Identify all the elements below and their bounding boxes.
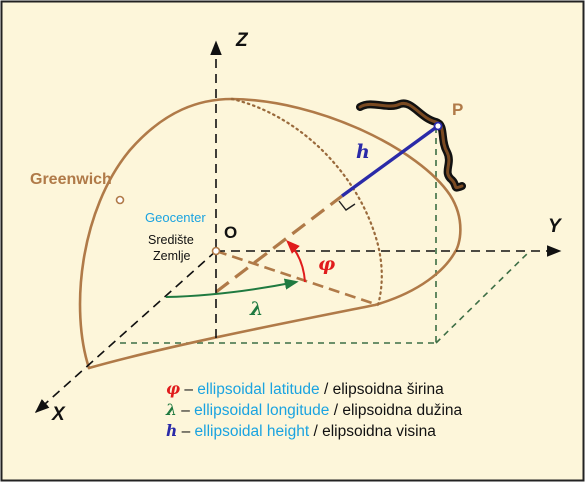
legend: φ – ellipsoidal latitude / elipsoidna ši… bbox=[165, 379, 463, 440]
z-axis-label: Z bbox=[235, 30, 249, 51]
latitude-arc bbox=[286, 240, 306, 283]
y-axis-label: Y bbox=[548, 216, 563, 237]
right-angle-mark bbox=[338, 200, 356, 211]
legend-separator: / bbox=[313, 423, 318, 440]
normal-line bbox=[215, 194, 343, 294]
legend-height-symbol: h bbox=[166, 421, 177, 440]
meridian-dotted bbox=[230, 97, 383, 307]
legend-height-local: elipsoidna visina bbox=[322, 423, 436, 440]
legend-separator: / bbox=[324, 381, 329, 398]
greenwich-point bbox=[115, 195, 125, 205]
longitude-arc bbox=[165, 278, 299, 298]
center-label-line2: Zemlje bbox=[153, 249, 191, 263]
legend-row-height: h – ellipsoidal height / elipsoidna visi… bbox=[166, 421, 436, 440]
equator-radius bbox=[215, 249, 379, 307]
legend-longitude-local: elipsoidna dužina bbox=[342, 402, 462, 419]
legend-dash: – bbox=[182, 423, 191, 440]
legend-separator: / bbox=[334, 402, 339, 419]
latitude-symbol: φ bbox=[318, 253, 335, 275]
height-symbol: h bbox=[356, 141, 370, 163]
legend-row-latitude: φ – ellipsoidal latitude / elipsoidna ši… bbox=[166, 379, 444, 398]
greenwich-label: Greenwich bbox=[30, 171, 112, 188]
x-axis bbox=[34, 250, 217, 413]
axes bbox=[34, 40, 562, 413]
center-label-line1: Središte bbox=[148, 233, 194, 247]
legend-height-english: ellipsoidal height bbox=[195, 423, 310, 440]
legend-longitude-english: ellipsoidal longitude bbox=[194, 402, 329, 419]
legend-latitude-symbol: φ bbox=[166, 379, 180, 398]
legend-latitude-local: elipsoidna širina bbox=[333, 381, 445, 398]
legend-row-longitude: λ – ellipsoidal longitude / elipsoidna d… bbox=[165, 400, 463, 419]
origin-point bbox=[211, 246, 221, 256]
point-p-label: P bbox=[452, 100, 463, 119]
legend-longitude-symbol: λ bbox=[165, 400, 177, 419]
projection-box bbox=[120, 127, 531, 344]
x-axis-label: X bbox=[51, 404, 66, 425]
ellipsoid-outline bbox=[78, 97, 462, 370]
terrain-profile bbox=[356, 99, 466, 192]
legend-dash: – bbox=[181, 402, 190, 419]
legend-latitude-english: ellipsoidal latitude bbox=[197, 381, 319, 398]
longitude-symbol: λ bbox=[249, 298, 263, 320]
point-p bbox=[433, 121, 443, 131]
height-line bbox=[340, 124, 440, 198]
origin-label: O bbox=[224, 223, 237, 242]
geocenter-label: Geocenter bbox=[145, 210, 206, 225]
legend-dash: – bbox=[184, 381, 193, 398]
